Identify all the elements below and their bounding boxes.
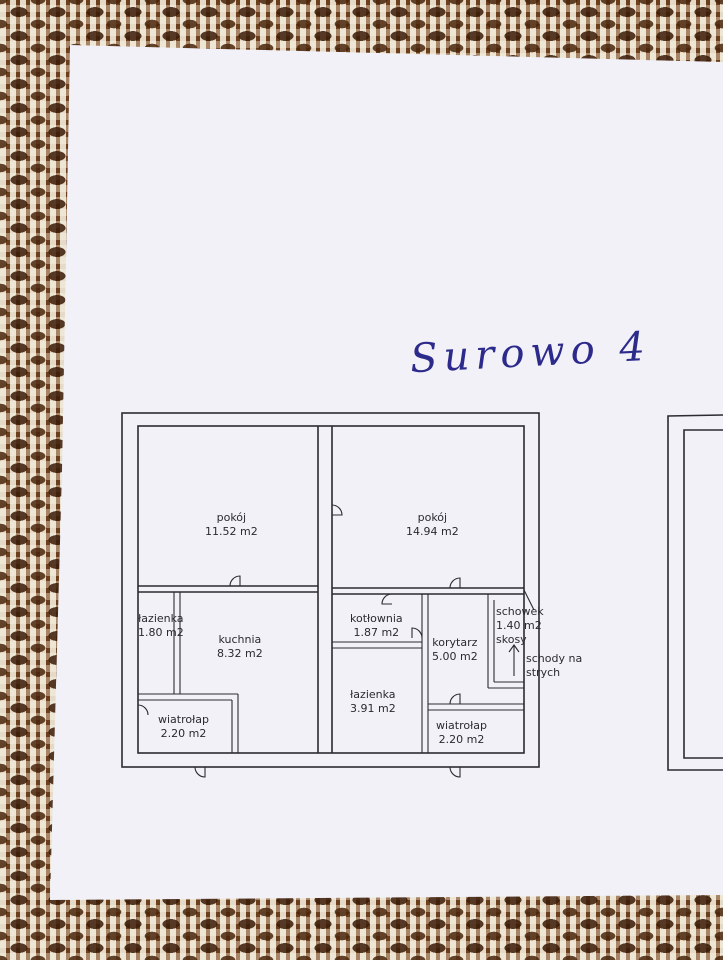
room-area: 2.20 m2 xyxy=(160,727,207,740)
room-note: skosy xyxy=(496,633,527,646)
room-area: 11.52 m2 xyxy=(205,525,258,538)
door-corridor xyxy=(411,627,423,639)
room-name: schowek xyxy=(496,605,544,618)
room-name: pokój xyxy=(417,511,448,524)
second-plan-inner xyxy=(683,429,723,759)
stairs-diagonal xyxy=(523,589,535,611)
room-name: łazienka xyxy=(350,688,396,701)
room-area: 8.32 m2 xyxy=(217,647,263,660)
door-right-vestibule xyxy=(449,693,461,705)
room-label-wiatrolap-left: wiatrołap 2.20 m2 xyxy=(158,713,209,741)
door-front-right xyxy=(449,766,461,778)
door-right-room-bottom xyxy=(449,577,461,589)
room-area: 1.40 m2 xyxy=(496,619,542,632)
room-name: wiatrołap xyxy=(158,713,209,726)
door-front-left xyxy=(194,766,206,778)
room-label-pokoj-right: pokój 14.94 m2 xyxy=(406,511,459,539)
room-area: 3.91 m2 xyxy=(350,702,396,715)
room-label-pokoj-left: pokój 11.52 m2 xyxy=(205,511,258,539)
outer-wall-outside xyxy=(121,412,540,768)
stairs-line-1: schody na xyxy=(526,652,583,665)
room-label-lazienka-left: łazienka 1.80 m2 xyxy=(138,612,184,640)
second-floor-plan-partial xyxy=(667,414,723,771)
room-area: 1.87 m2 xyxy=(353,626,400,639)
stairs-line-2: strych xyxy=(526,666,561,679)
floor-plan xyxy=(121,412,540,778)
room-label-kuchnia: kuchnia 8.32 m2 xyxy=(217,633,263,661)
room-name: łazienka xyxy=(138,612,184,625)
room-area: 5.00 m2 xyxy=(432,650,478,663)
second-plan-outer xyxy=(667,414,723,771)
room-label-kotlownia: kotłownia 1.87 m2 xyxy=(350,612,403,640)
room-name: kuchnia xyxy=(218,633,262,646)
room-area: 14.94 m2 xyxy=(406,525,459,538)
room-name: kotłownia xyxy=(350,612,403,625)
room-area: 2.20 m2 xyxy=(438,733,485,746)
stairs-arrow-head xyxy=(508,644,520,653)
room-name: korytarz xyxy=(432,636,478,649)
room-label-schody: schody na strych xyxy=(526,652,582,680)
door-left-room xyxy=(229,575,241,587)
door-boiler-room xyxy=(381,593,393,605)
room-area: 1.80 m2 xyxy=(138,626,184,639)
outer-wall-inside xyxy=(137,425,525,754)
room-label-schowek: schowek 1.40 m2 skosy xyxy=(496,605,544,647)
room-label-lazienka-mid: łazienka 3.91 m2 xyxy=(350,688,396,716)
room-name: wiatrołap xyxy=(436,719,487,732)
paper-surface xyxy=(50,45,723,900)
door-left-vestibule xyxy=(137,704,149,716)
room-label-korytarz: korytarz 5.00 m2 xyxy=(432,636,478,664)
door-right-room xyxy=(331,504,343,516)
room-label-wiatrolap-right: wiatrołap 2.20 m2 xyxy=(436,719,487,747)
room-name: pokój xyxy=(216,511,247,524)
